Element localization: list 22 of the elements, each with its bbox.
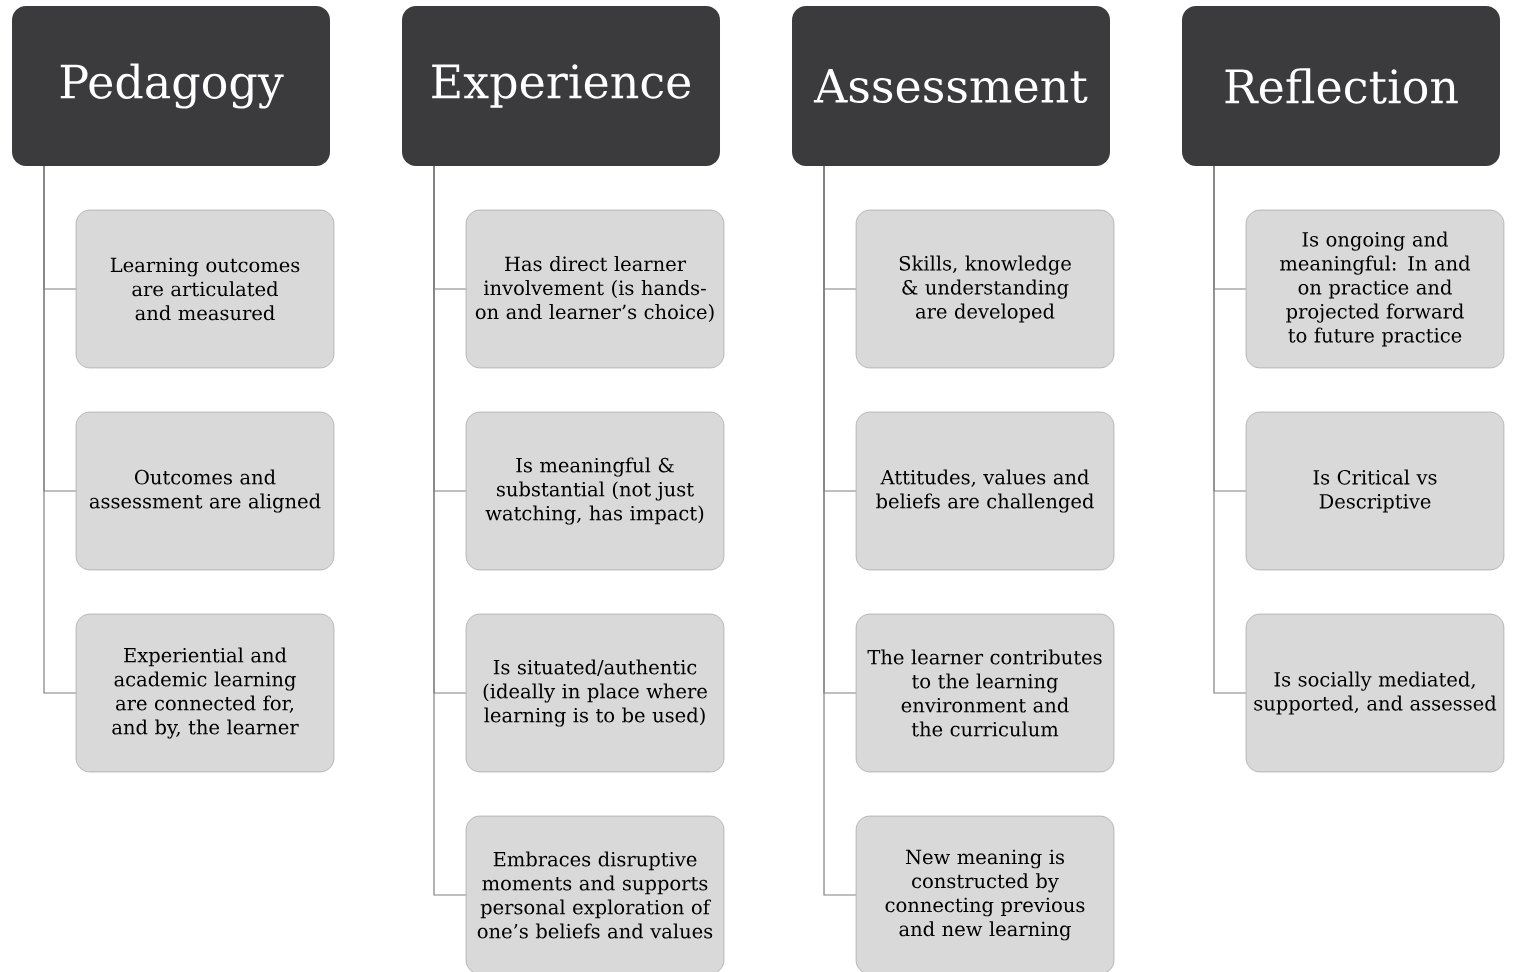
item-box: Attitudes, values and beliefs are challenged bbox=[855, 411, 1115, 571]
item-box: Outcomes and assessment are aligned bbox=[75, 411, 335, 571]
item-box: Is socially mediated, supported, and assessed bbox=[1245, 613, 1505, 773]
item-box: Is meaningful & substantial (not just watching, has impact) bbox=[465, 411, 725, 571]
item-box: The learner contributes to the learning environment and the curriculum bbox=[855, 613, 1115, 773]
header-box: Reflection bbox=[1182, 6, 1500, 166]
item-box: Is Critical vs Descriptive bbox=[1245, 411, 1505, 571]
item-box: Has direct learner involvement (is hands-on and learner’s choice) bbox=[465, 209, 725, 369]
connector-line bbox=[823, 165, 857, 896]
connector-line bbox=[1213, 165, 1247, 694]
item-box: Is situated/authentic (ideally in place where learning is to be used) bbox=[465, 613, 725, 773]
item-box: Learning outcomes are articulated and measured bbox=[75, 209, 335, 369]
item-box: New meaning is constructed by connecting previous and new learning bbox=[855, 815, 1115, 972]
header-box: Pedagogy bbox=[12, 6, 330, 166]
connector-line bbox=[43, 165, 77, 694]
connector-line bbox=[433, 165, 467, 896]
item-box: Embraces disruptive moments and supports personal exploration of one’s beliefs and values bbox=[465, 815, 725, 972]
item-box: Is ongoing and meaningful: In and on practice and projected forward to future practice bbox=[1245, 209, 1505, 369]
item-box: Skills, knowledge & understanding are developed bbox=[855, 209, 1115, 369]
header-box: Assessment bbox=[792, 6, 1110, 166]
item-box: Experiential and academic learning are connected for, and by, the learner bbox=[75, 613, 335, 773]
header-box: Experience bbox=[402, 6, 720, 166]
